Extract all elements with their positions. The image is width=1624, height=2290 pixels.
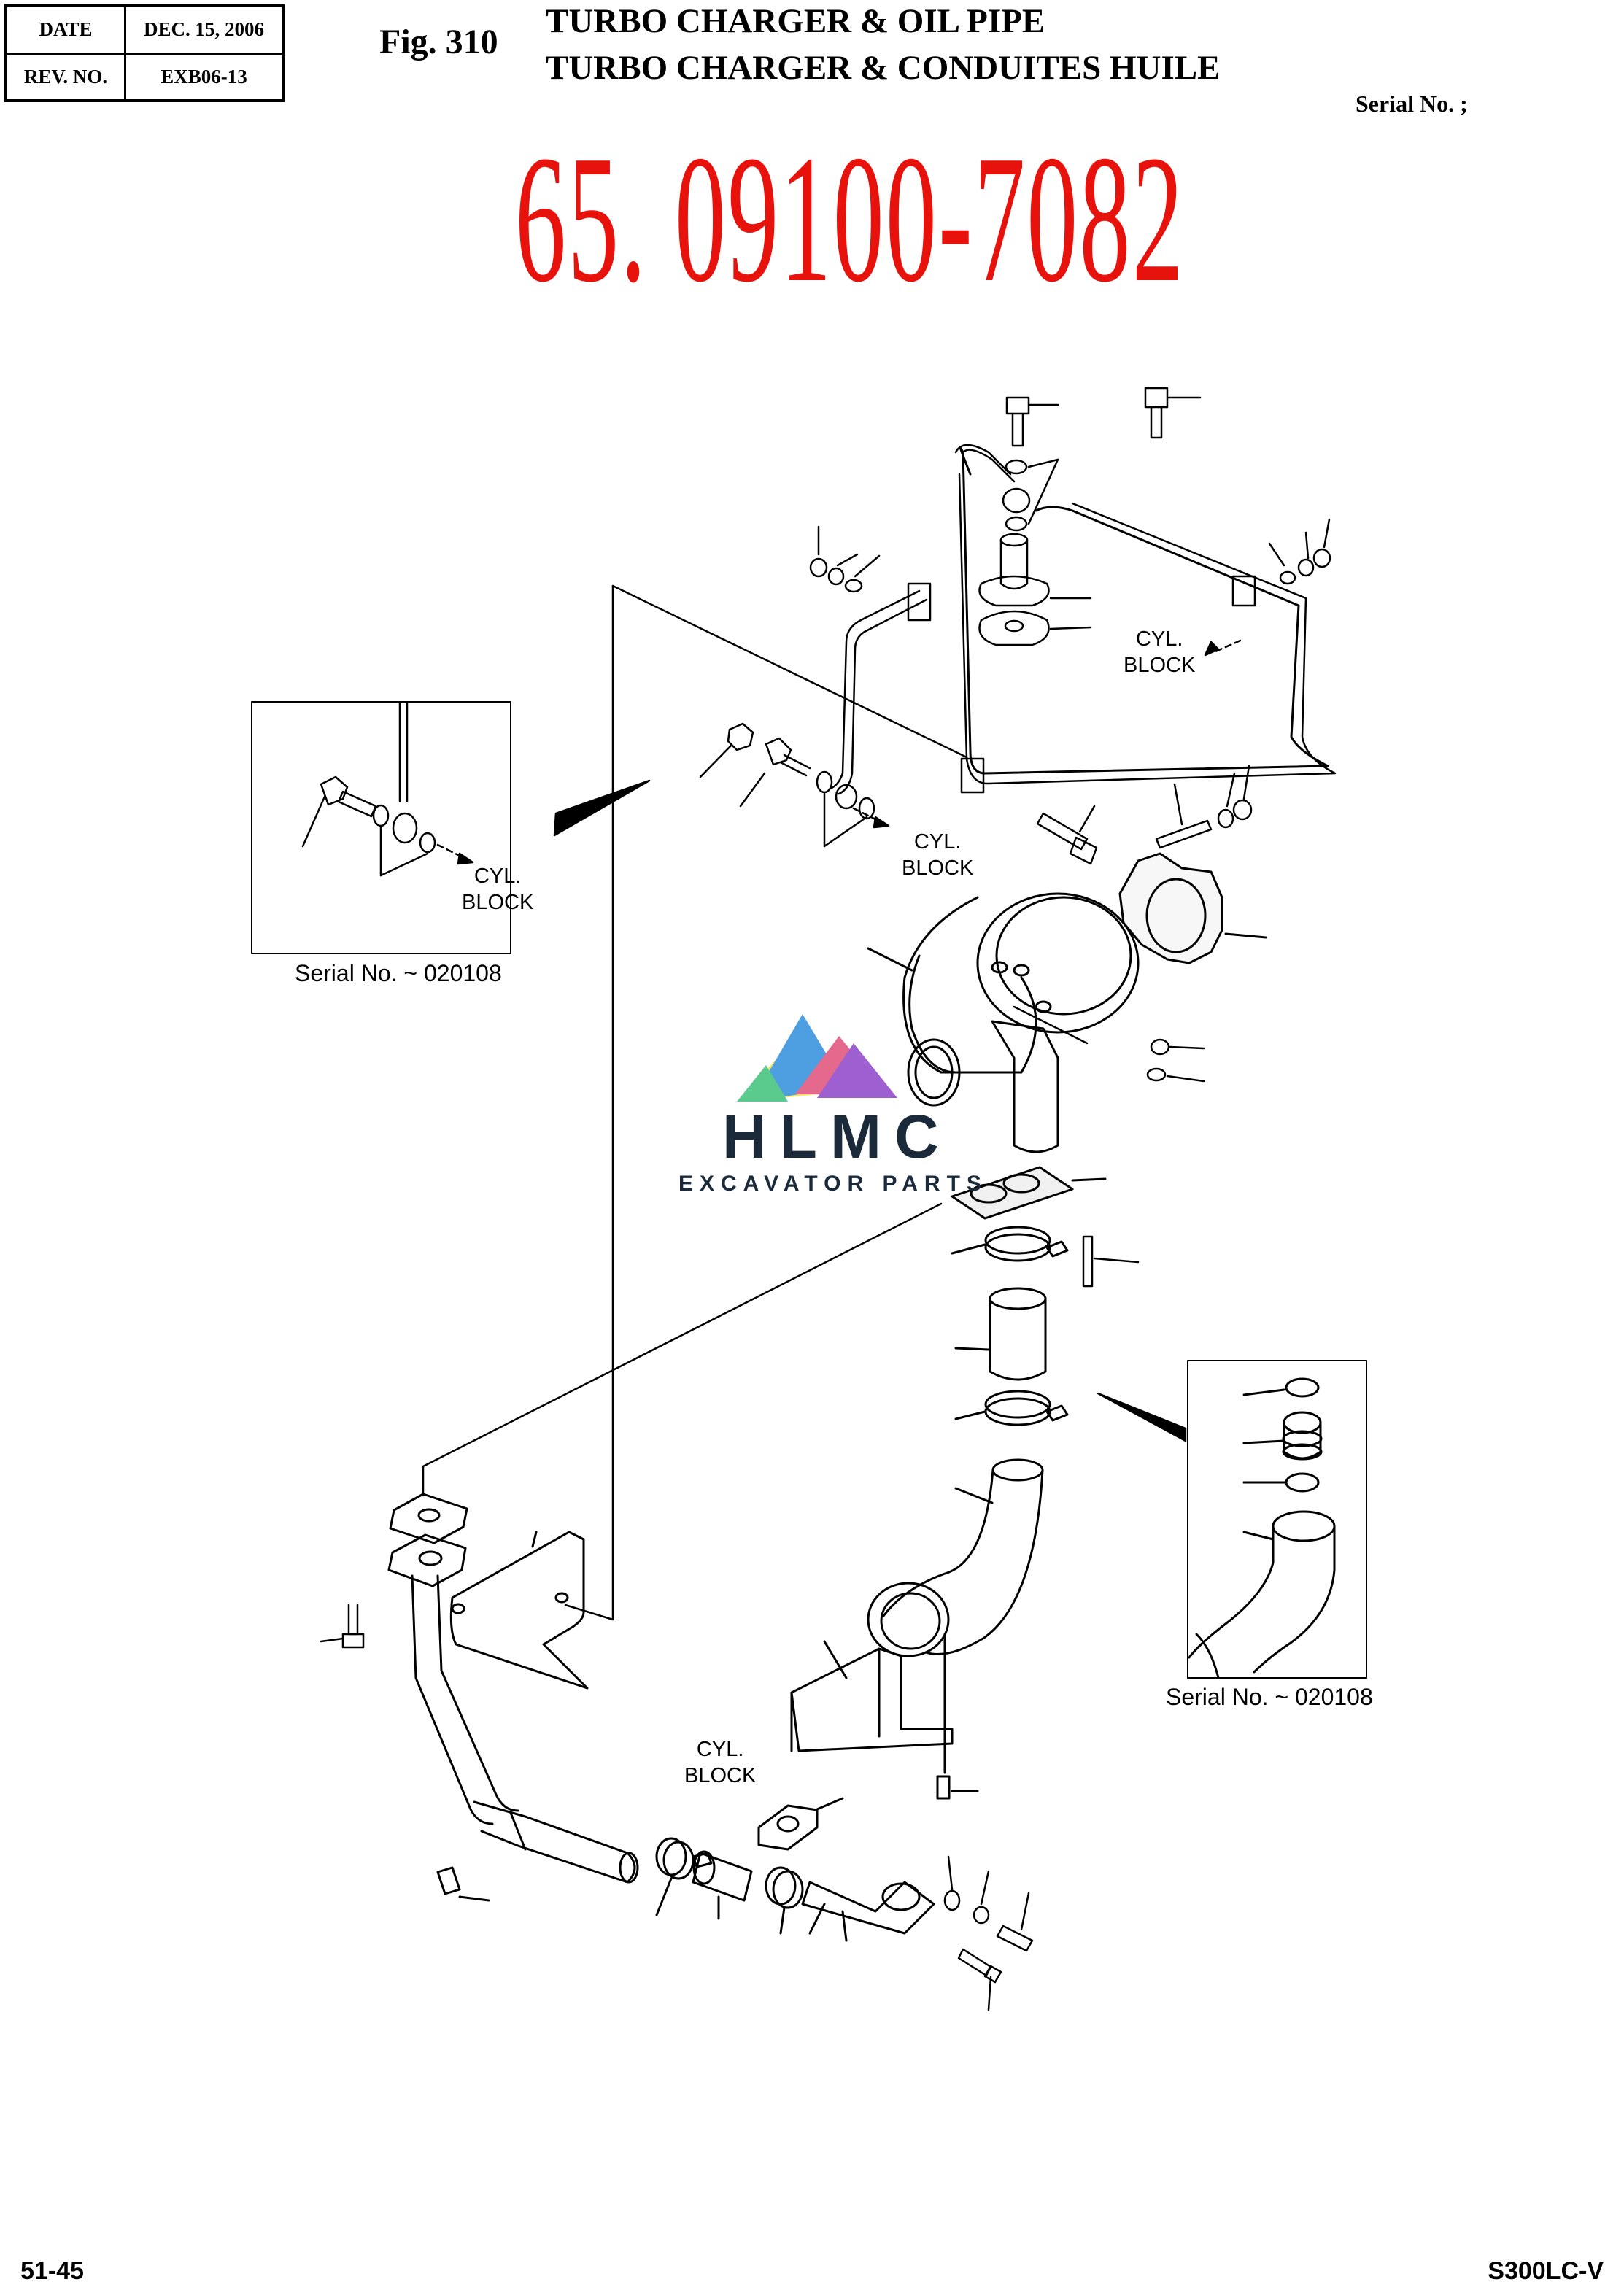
inset-left-box [251, 701, 511, 954]
inset-left-pointer [553, 779, 651, 837]
block-gasket [757, 1797, 844, 1851]
watermark-logo-graphic [737, 1014, 897, 1102]
cyl-block-label-line2: BLOCK [902, 856, 974, 880]
title-english: TURBO CHARGER & OIL PIPE [546, 2, 1045, 40]
pipe-bracket [449, 1531, 589, 1690]
oil-flange-pipe [801, 1881, 935, 1942]
inset-right-box [1187, 1360, 1367, 1679]
inset-left-serial: Serial No. ~ 020108 [295, 960, 502, 986]
date-value: DEC. 15, 2006 [124, 4, 285, 55]
cyl-block-label-top: CYL. BLOCK [1124, 626, 1195, 678]
watermark-brand: HLMC [722, 1102, 952, 1171]
nuts-upper-right [1268, 518, 1331, 585]
cap-screw-top [1144, 387, 1202, 439]
watermark-tagline: EXCAVATOR PARTS [678, 1172, 988, 1196]
bottom-hose-parts [655, 1837, 804, 1935]
lower-fittings [943, 1855, 1034, 2011]
rubber-sleeve [954, 1287, 1047, 1381]
inset-right-serial: Serial No. ~ 020108 [1166, 1684, 1373, 1710]
figure-number: Fig. 310 [379, 23, 498, 61]
cyl-block-label-line1: CYL. [696, 1738, 744, 1761]
nuts-upper-left [809, 525, 881, 593]
rev-label: REV. NO. [4, 52, 126, 102]
page-number: 51-45 [20, 2257, 84, 2285]
inset-right-pointer [1097, 1392, 1187, 1442]
cyl-block-label-bottom: CYL. BLOCK [684, 1736, 756, 1789]
turbocharger [867, 892, 1140, 1153]
serial-number-label: Serial No. ; [1356, 90, 1468, 117]
turbo-nuts [1146, 1038, 1205, 1083]
cyl-block-label-line1: CYL. [473, 864, 522, 888]
date-label: DATE [4, 4, 126, 55]
revision-info-table: DATE DEC. 15, 2006 REV. NO. EXB06-13 [4, 4, 285, 102]
turbine-gasket [1118, 852, 1267, 964]
bolts-middle [699, 722, 875, 848]
title-french: TURBO CHARGER & CONDUITES HUILE [546, 49, 1221, 87]
oil-return-flange [387, 1493, 519, 1825]
rev-value: EXB06-13 [124, 52, 285, 102]
oil-return-pipe [436, 1800, 639, 1902]
hose-clamp-upper [951, 1226, 1069, 1262]
exhaust-elbow [867, 1458, 1044, 1774]
inset-right-parts [1188, 1377, 1336, 1679]
exhaust-gasket [951, 1166, 1107, 1220]
cyl-block-label-line1: CYL. [1135, 627, 1183, 651]
muffler-bracket [790, 1640, 979, 1800]
cyl-block-label-line2: BLOCK [1124, 654, 1196, 677]
bolt-turbine-side [1036, 805, 1098, 865]
model-number: S300LC-V [1488, 2257, 1604, 2285]
flange-bolt-left [320, 1604, 365, 1649]
cyl-block-label-inset: CYL. BLOCK [462, 863, 533, 916]
hose-clamp-lower [954, 1390, 1069, 1426]
stud [1082, 1235, 1140, 1288]
oil-drain-fitting [978, 533, 1092, 646]
cyl-block-label-middle: CYL. BLOCK [902, 829, 973, 881]
inset-left-parts [301, 639, 1242, 877]
stud-nut-right [1155, 765, 1253, 849]
cyl-block-label-line1: CYL. [913, 830, 962, 854]
cyl-block-label-line2: BLOCK [462, 891, 534, 914]
banjo-bolt-top [1005, 396, 1059, 447]
part-number: 65. 09100-7082 [515, 118, 1185, 320]
cyl-block-label-line2: BLOCK [684, 1764, 757, 1787]
